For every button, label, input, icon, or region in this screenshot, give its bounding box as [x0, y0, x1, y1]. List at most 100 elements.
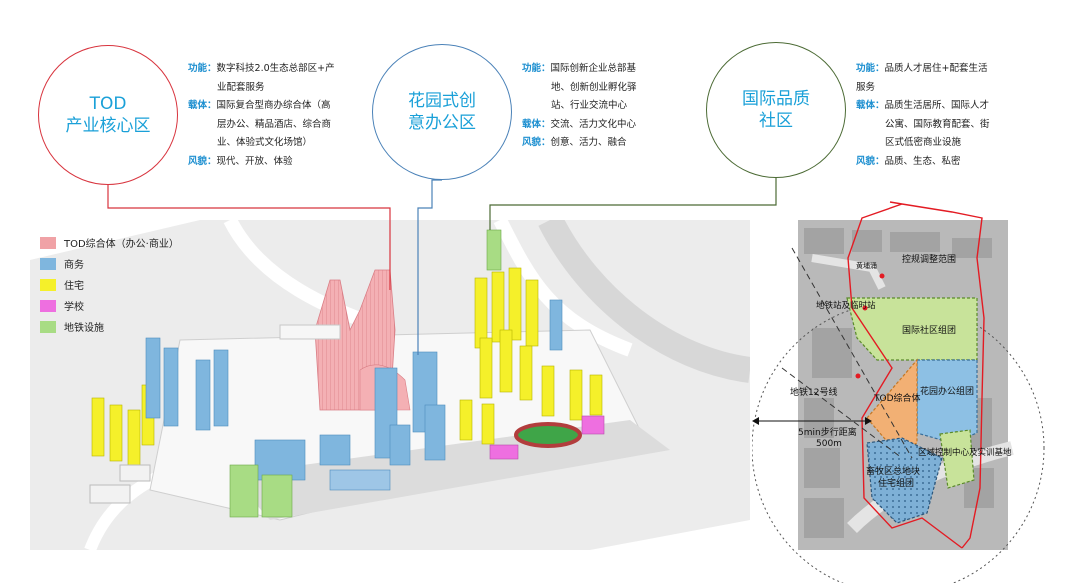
desc-row: 风貌：现代、开放、体验 [188, 155, 293, 167]
desc-key: 载体 [522, 118, 542, 130]
legend-label: TOD综合体（办公·商业） [64, 239, 179, 250]
legend-swatch [40, 236, 56, 249]
zone-title-tod-2: 产业核心区 [65, 116, 151, 136]
zone-title-community-2: 社区 [759, 111, 793, 131]
arrow-head-icon [752, 417, 759, 425]
legend-item: 商务 [40, 253, 179, 274]
desc-row: 服务 [856, 79, 990, 98]
desc-row: 业配套服务 [188, 79, 335, 98]
desc-row: 站、行业交流中心 [522, 97, 637, 116]
map-label-walk: 5min步行距离 [798, 426, 857, 438]
zone-control-center [939, 429, 975, 489]
desc-text: 业、体验式文化场馆） [217, 137, 313, 148]
map-blocks [804, 228, 994, 538]
residential-towers-right [459, 267, 603, 445]
desc-row: 功能：数字科技2.0生态总部区+产 [188, 63, 335, 74]
surrounding-buildings [89, 324, 341, 504]
aerial-model-view [30, 220, 750, 550]
metro-line [781, 367, 903, 459]
zone-circle-garden: 花园式创 意办公区 [372, 44, 512, 180]
boundary-line [847, 201, 963, 549]
map-label-place: 黄埔涌 [856, 261, 877, 270]
desc-text: 地、创新创业孵化驿 [551, 81, 637, 93]
legend-swatch [40, 278, 56, 291]
map-label-control-center: 区域控制中心及实训基地 [918, 447, 1012, 458]
desc-key: 风貌 [856, 155, 876, 167]
desc-key: 功能 [188, 63, 208, 74]
desc-row: 业、体验式文化场馆） [188, 134, 335, 153]
map-label-walk-distance: 500m [816, 439, 842, 449]
desc-row: 功能：国际创新企业总部基 [522, 63, 637, 74]
map-label-residential-2: 住宅组团 [878, 477, 914, 489]
zone-desc-garden: 功能：国际创新企业总部基 地、创新创业孵化驿 站、行业交流中心 载体：交流、活力… [522, 60, 637, 153]
station-marker-icon [862, 305, 868, 311]
zone-residential [866, 437, 943, 524]
map-road [811, 254, 886, 290]
station-marker-icon [855, 373, 861, 379]
zone-circle-tod: TOD 产业核心区 [38, 45, 178, 185]
legend-label: 地铁设施 [64, 323, 104, 334]
zone-desc-community: 功能：品质人才居住+配套生活 服务 载体：品质生活居所、国际人才 公寓、国际教育… [856, 60, 990, 171]
desc-key: 载体 [856, 100, 876, 111]
legend-item: 住宅 [40, 274, 179, 295]
desc-key: 载体 [188, 100, 208, 111]
desc-text: 国际复合型商办综合体（高 [216, 100, 331, 111]
river [538, 220, 750, 383]
business-towers-center [254, 351, 446, 491]
road [493, 220, 633, 357]
map-label-metro-station: 地铁站及临时站 [816, 300, 876, 311]
zone-circle-community: 国际品质 社区 [706, 42, 846, 178]
desc-text: 数字科技2.0生态总部区+产 [216, 63, 335, 74]
legend-swatch [40, 299, 56, 312]
metro-facilities [229, 229, 502, 518]
desc-key: 功能 [856, 63, 876, 74]
desc-row: 地、创新创业孵化驿 [522, 79, 637, 98]
desc-row: 载体：国际复合型商办综合体（高 [188, 100, 331, 111]
desc-row: 区式低密商业设施 [856, 134, 990, 153]
desc-text: 区式低密商业设施 [885, 137, 962, 148]
zone-title-garden-2: 意办公区 [408, 113, 476, 133]
desc-text: 层办公、精品酒店、综合商 [217, 118, 332, 130]
desc-row: 风貌：品质、生态、私密 [856, 155, 961, 167]
map-label-garden-office: 花园办公组团 [920, 385, 974, 397]
walk-radius-circle [752, 301, 1045, 583]
desc-row: 载体：交流、活力文化中心 [522, 118, 637, 130]
legend-swatch [40, 257, 56, 270]
place-marker-icon [879, 273, 885, 279]
desc-text: 公寓、国际教育配套、街 [885, 118, 990, 130]
legend-label: 学校 [64, 302, 84, 313]
desc-text: 交流、活力文化中心 [550, 118, 637, 130]
zone-title-garden: 花园式创 [408, 91, 476, 111]
zone-title-community: 国际品质 [742, 89, 810, 109]
zone-desc-tod: 功能：数字科技2.0生态总部区+产 业配套服务 载体：国际复合型商办综合体（高 … [188, 60, 335, 171]
map-label-intl-community: 国际社区组团 [902, 324, 956, 336]
legend-swatch [40, 320, 56, 333]
desc-row: 层办公、精品酒店、综合商 [188, 116, 335, 135]
legend-item: 地铁设施 [40, 316, 179, 337]
desc-text: 现代、开放、体验 [216, 155, 293, 167]
desc-key: 功能 [522, 63, 542, 74]
boundary-line [901, 203, 985, 549]
desc-text: 服务 [856, 81, 876, 93]
legend-label: 商务 [64, 260, 84, 271]
legend-label: 住宅 [64, 281, 84, 292]
arrow-head-icon [865, 417, 872, 425]
site-plan-map: 控规调整范围 黄埔涌 地铁站及临时站 国际社区组团 TOD综合体 花园办公组团 … [752, 201, 1045, 583]
map-label-residential: 畜牧区总地块 [866, 465, 920, 477]
desc-row: 载体：品质生活居所、国际人才 [856, 100, 990, 111]
map-label-line12: 地铁12号线 [790, 386, 837, 398]
desc-row: 风貌：创意、活力、融合 [522, 137, 627, 148]
school [489, 415, 605, 460]
desc-text: 品质人才居住+配套生活 [884, 63, 988, 74]
legend-item: TOD综合体（办公·商业） [40, 232, 179, 253]
desc-text: 业配套服务 [217, 81, 265, 93]
business-towers-left [145, 337, 229, 431]
metro-line-12 [791, 247, 913, 459]
desc-text: 创意、活力、融合 [550, 137, 627, 148]
map-label-boundary: 控规调整范围 [902, 253, 956, 265]
map-label-tod: TOD综合体 [873, 392, 921, 404]
legend: TOD综合体（办公·商业） 商务 住宅 学校 地铁设施 [40, 232, 179, 337]
desc-row: 公寓、国际教育配套、街 [856, 116, 990, 135]
desc-text: 品质、生态、私密 [884, 155, 961, 167]
desc-key: 风貌 [522, 137, 542, 148]
